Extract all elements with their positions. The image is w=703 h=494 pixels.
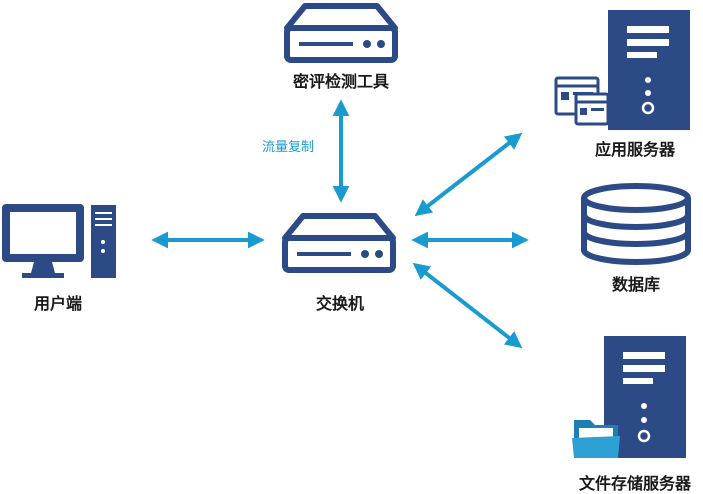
file-server-label: 文件存储服务器 (578, 474, 691, 493)
app-window-icon (554, 76, 610, 126)
app-server-label: 应用服务器 (594, 140, 675, 159)
detector-label: 密评检测工具 (292, 72, 389, 91)
database-label: 数据库 (611, 275, 660, 294)
client-label: 用户端 (33, 294, 82, 313)
arrow-switch-file-server (412, 262, 523, 349)
arrow-switch-app-server (414, 132, 523, 217)
arrows (151, 99, 529, 349)
mirror-traffic-label: 流量复制 (262, 140, 315, 155)
network-device-icon (284, 3, 398, 63)
server-tower-icon (608, 10, 690, 130)
database-icon (581, 183, 691, 265)
switch-label: 交换机 (315, 294, 364, 313)
desktop-computer-icon (2, 204, 116, 278)
folder-icon (572, 420, 620, 458)
network-device-icon (282, 213, 396, 273)
